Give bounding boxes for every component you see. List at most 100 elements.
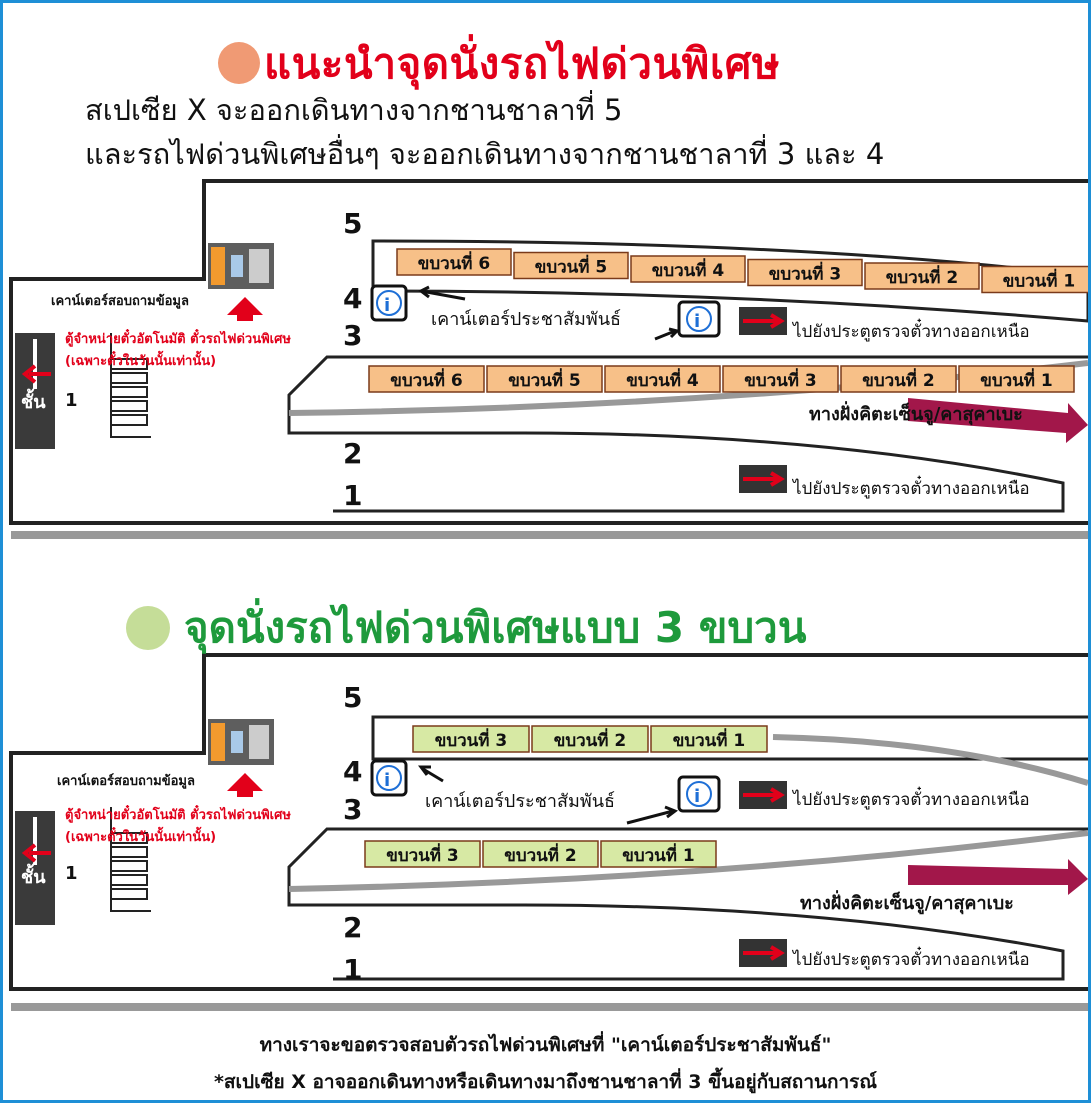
direction-arrow-icon: [908, 398, 1088, 443]
info-counter-label: เคาน์เตอร์สอบถามข้อมูล: [51, 293, 189, 309]
train-car: [486, 365, 603, 393]
info-counter-label: เคาน์เตอร์สอบถามข้อมูล: [57, 773, 195, 789]
gate-icon: [739, 939, 787, 967]
to-north-gate-label: ไปยังประตูตรวจตั๋วทางออกเหนือ: [791, 946, 1030, 970]
section1-line1: สเปเซีย X จะออกเดินทางจากชานชาลาที่ 5: [85, 93, 623, 127]
train-car-label: ขบวนที่ 3: [744, 368, 817, 391]
floor-label: ชั้น: [21, 863, 46, 888]
stairs-icon: [110, 807, 151, 912]
train-lower: ขบวนที่ 3 ขบวนที่ 2 ขบวนที่ 1: [364, 840, 717, 868]
stairs-line: [33, 817, 37, 865]
train-car: [396, 248, 512, 276]
train-car-label: ขบวนที่ 6: [390, 368, 463, 391]
stairs-line: [33, 339, 37, 389]
ticket-machine-icon: [208, 719, 274, 765]
pr-counter-label: เคาน์เตอร์ประชาสัมพันธ์: [425, 791, 615, 812]
gate-icon: [739, 307, 787, 335]
svg-text:i: i: [384, 295, 390, 316]
green-dot-icon: [126, 606, 170, 650]
train-car: [364, 840, 481, 868]
floor-number: 1: [65, 863, 78, 884]
train-car-label: ขบวนที่ 1: [673, 728, 746, 751]
floor-number: 1: [65, 390, 78, 411]
train-car: [840, 365, 957, 393]
train-car: [412, 725, 530, 753]
train-car-label: ขบวนที่ 1: [980, 368, 1053, 391]
platform-number-3: 3: [343, 319, 362, 352]
platform-number-5: 5: [343, 681, 362, 714]
train-car: [531, 725, 649, 753]
section1-title: แนะนำจุดนั่งรถไฟด่วนพิเศษ: [218, 31, 780, 97]
platform-number-4: 4: [343, 755, 362, 788]
train-car-label: ขบวนที่ 3: [435, 728, 508, 751]
train-car-label: ขบวนที่ 1: [622, 843, 695, 866]
train-car: [513, 251, 629, 280]
ticket-machine-label: ตู้จำหน่ายตั๋วอัตโนมัติ ตั๋วรถไฟด่วนพิเศ…: [65, 804, 291, 823]
platform-number-2: 2: [343, 437, 362, 470]
platform-number-5: 5: [343, 207, 362, 240]
info-icon[interactable]: i: [677, 300, 721, 338]
info-icon[interactable]: i: [370, 284, 408, 322]
pointer-arrow-icon: [654, 327, 680, 341]
ticket-machine-arrow-icon: [227, 773, 263, 797]
train-car: [864, 262, 980, 290]
train-car: [604, 365, 721, 393]
gate-icon: [739, 465, 787, 493]
train-car-label: ขบวนที่ 5: [508, 368, 581, 391]
train-car: [650, 725, 768, 753]
ticket-machine-note: (เฉพาะตั๋วในวันนั้นเท่านั้น): [65, 826, 216, 845]
track-5: [772, 734, 1088, 786]
train-car-label: ขบวนที่ 2: [504, 843, 577, 866]
ticket-machine-label: ตู้จำหน่ายตั๋วอัตโนมัติ ตั๋วรถไฟด่วนพิเศ…: [65, 328, 291, 347]
train-car: [630, 255, 746, 283]
to-kitasenju-label: ทางฝั่งคิตะเซ็นจู/คาสุคาเบะ: [800, 890, 1014, 915]
info-icon[interactable]: i: [370, 759, 408, 797]
platform-map-2: 5 4 3 2 1 ชั้น 1: [9, 653, 1088, 1011]
train-car-label: ขบวนที่ 5: [535, 255, 608, 278]
section2-title: จุดนั่งรถไฟด่วนพิเศษแบบ 3 ขบวน: [126, 595, 806, 661]
ticket-machine-note: (เฉพาะตั๋วในวันนั้นเท่านั้น): [65, 350, 216, 369]
train-car-label: ขบวนที่ 3: [769, 262, 842, 285]
gate-icon: [739, 781, 787, 809]
direction-arrow-icon: [908, 859, 1088, 895]
exit-arrow-icon: [21, 364, 51, 384]
orange-dot-icon: [218, 42, 260, 84]
train-car-label: ขบวนที่ 1: [1003, 269, 1076, 292]
train-car: [747, 258, 863, 287]
train-car: [958, 365, 1075, 393]
platform-number-1: 1: [343, 953, 362, 986]
to-north-gate-label: ไปยังประตูตรวจตั๋วทางออกเหนือ: [791, 786, 1030, 810]
exit-arrow-icon: [21, 843, 51, 863]
floor-label: ชั้น: [21, 388, 46, 413]
station-outline: [9, 653, 1088, 991]
platform-number-2: 2: [343, 911, 362, 944]
train-car-label: ขบวนที่ 2: [886, 265, 959, 288]
ticket-machine-icon: [208, 243, 274, 289]
platform-map-1: 5 4 3 2 1 ชั้น 1: [9, 179, 1088, 539]
track-3: [288, 830, 1088, 892]
to-north-gate-label: ไปยังประตูตรวจตั๋วทางออกเหนือ: [791, 475, 1030, 499]
section1-line2: และรถไฟด่วนพิเศษอื่นๆ จะออกเดินทางจากชาน…: [85, 137, 885, 171]
platform-2-3-island: [287, 355, 1088, 513]
ticket-machine-arrow-icon: [227, 297, 263, 321]
section-spacia-x: แนะนำจุดนั่งรถไฟด่วนพิเศษ สเปเซีย X จะออ…: [3, 3, 1088, 563]
station-outline: [9, 179, 1088, 525]
footer-disclaimer: *สเปเซีย X อาจออกเดินทางหรือเดินทางมาถึง…: [214, 1071, 877, 1093]
platform-2-3-island: [287, 827, 1088, 981]
train-car-label: ขบวนที่ 3: [386, 843, 459, 866]
platform-number-4: 4: [343, 282, 362, 315]
section-divider: [3, 563, 1088, 581]
section-3-car: 5 4 3 2 1 ชั้น 1: [3, 581, 1088, 1011]
train-car: [981, 265, 1088, 294]
pr-counter-label: เคาน์เตอร์ประชาสัมพันธ์: [431, 309, 621, 330]
svg-text:i: i: [384, 770, 390, 791]
stairs-icon: [110, 333, 151, 438]
info-icon[interactable]: i: [677, 775, 721, 813]
train-car: [482, 840, 599, 868]
train-car-label: ขบวนที่ 2: [862, 368, 935, 391]
platform-number-1: 1: [343, 479, 362, 512]
